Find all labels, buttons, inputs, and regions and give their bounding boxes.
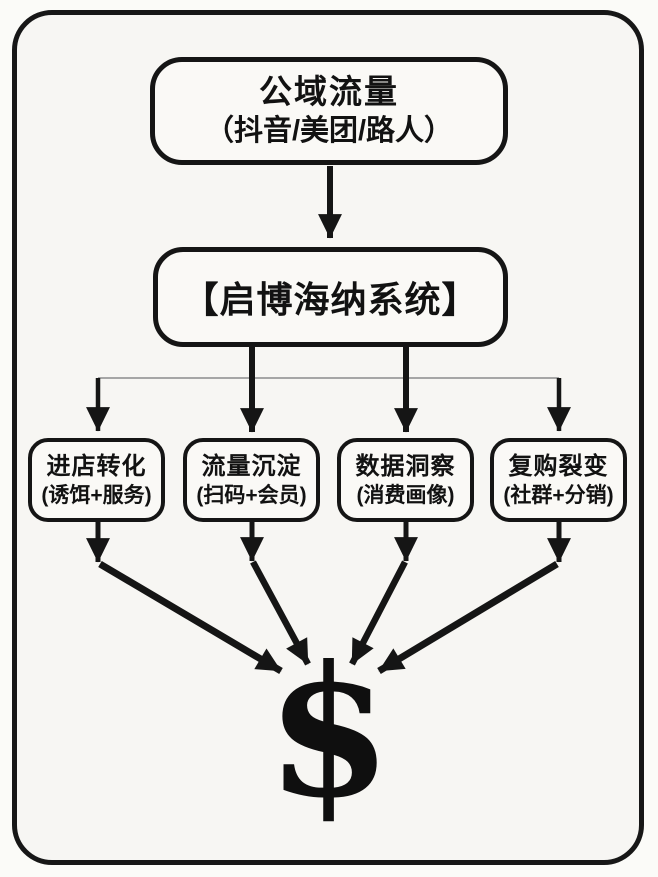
branch-title: 进店转化	[46, 452, 147, 480]
branch-subtitle: (扫码+会员)	[196, 483, 307, 507]
source-box: 公域流量 （抖音/美团/路人）	[150, 57, 508, 165]
branch-box-conversion: 进店转化 (诱饵+服务)	[28, 438, 165, 522]
dollar-sign: $	[266, 627, 392, 838]
branch-subtitle: (消费画像)	[356, 483, 455, 507]
branch-subtitle: (诱饵+服务)	[41, 483, 152, 507]
system-box: 【启博海纳系统】	[153, 247, 508, 347]
branch-title: 复购裂变	[508, 452, 609, 480]
branch-box-insight: 数据洞察 (消费画像)	[337, 438, 474, 522]
branch-title: 流量沉淀	[201, 452, 302, 480]
branch-box-retention: 流量沉淀 (扫码+会员)	[183, 438, 320, 522]
system-label: 【启博海纳系统】	[182, 279, 479, 320]
branch-subtitle: (社群+分销)	[503, 483, 614, 507]
source-subtitle: （抖音/美团/路人）	[204, 115, 454, 147]
branch-box-repurchase: 复购裂变 (社群+分销)	[490, 438, 627, 522]
branch-title: 数据洞察	[355, 452, 456, 480]
source-title: 公域流量	[259, 73, 399, 110]
